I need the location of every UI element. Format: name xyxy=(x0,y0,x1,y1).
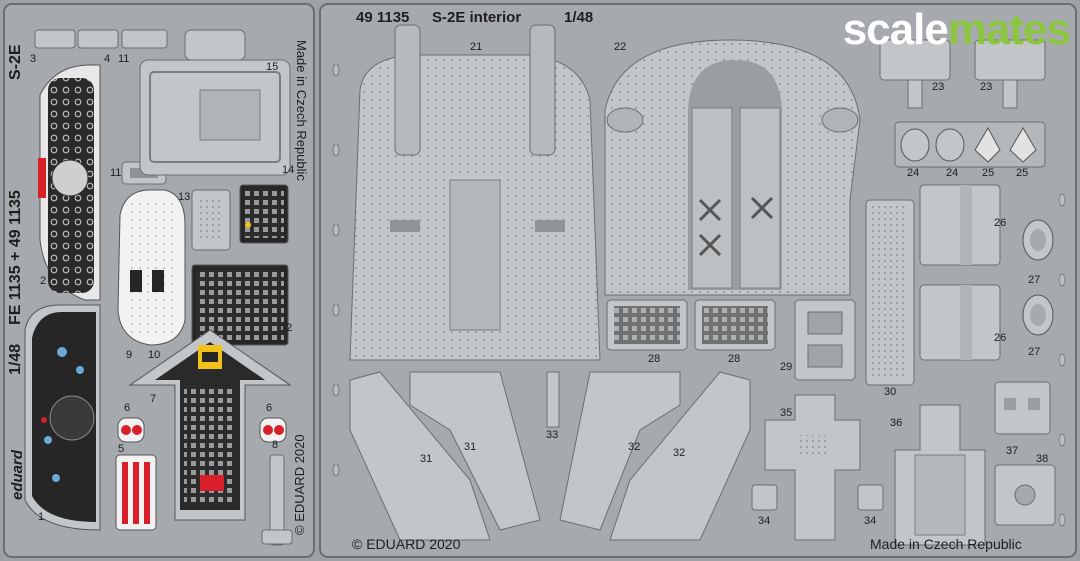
part-number-9: 9 xyxy=(126,349,133,361)
scalemates-watermark: scalemates xyxy=(842,5,1071,55)
part-number-4: 4 xyxy=(104,53,111,65)
part-number-31a: 31 xyxy=(420,453,433,465)
part-number-33: 33 xyxy=(546,429,559,441)
part-number-34a: 34 xyxy=(758,515,771,527)
part-number-26b: 26 xyxy=(994,332,1007,344)
part-number-22: 22 xyxy=(614,41,627,53)
part-number-24b: 24 xyxy=(946,167,959,179)
part-number-32b: 32 xyxy=(673,447,686,459)
part-number-27a: 27 xyxy=(1028,274,1041,286)
part-number-15: 15 xyxy=(266,61,279,73)
part-number-23a: 23 xyxy=(932,81,945,93)
part-number-14: 14 xyxy=(282,164,295,176)
part-number-26a: 26 xyxy=(994,217,1007,229)
header-code: 49 1135 xyxy=(356,9,410,26)
part-number-29: 29 xyxy=(780,361,793,373)
part-number-28a: 28 xyxy=(648,353,661,365)
part-number-7: 7 xyxy=(150,393,157,405)
part-number-37: 37 xyxy=(1006,445,1019,457)
left-fret-model: S-2E xyxy=(7,44,24,80)
part-number-13: 13 xyxy=(178,191,191,203)
part-number-1: 1 xyxy=(38,511,45,523)
watermark-part2: mates xyxy=(947,5,1071,54)
right-fret-copyright: © EDUARD 2020 xyxy=(352,536,461,552)
left-fret-copyright: © EDUARD 2020 xyxy=(292,434,307,535)
part-number-11a: 11 xyxy=(118,53,130,65)
part-number-5: 5 xyxy=(118,443,125,455)
part-number-38: 38 xyxy=(1036,453,1049,465)
part-number-2: 2 xyxy=(40,275,47,287)
part-number-12: 12 xyxy=(280,322,293,334)
part-number-3: 3 xyxy=(30,53,37,65)
right-fret xyxy=(319,3,1077,558)
part-number-28b: 28 xyxy=(728,353,741,365)
part-number-10: 10 xyxy=(148,349,161,361)
left-fret-made-in: Made in Czech Republic xyxy=(294,40,309,181)
right-fret-made-in: Made in Czech Republic xyxy=(870,536,1022,552)
part-number-21: 21 xyxy=(470,41,483,53)
left-fret-code: FE 1135 + 49 1135 xyxy=(7,190,24,325)
part-number-8: 8 xyxy=(272,439,279,451)
part-number-31b: 31 xyxy=(464,441,477,453)
part-number-24a: 24 xyxy=(907,167,920,179)
part-number-30: 30 xyxy=(884,386,897,398)
part-number-6a: 6 xyxy=(124,402,131,414)
part-number-34b: 34 xyxy=(864,515,877,527)
part-number-35: 35 xyxy=(780,407,793,419)
part-number-25a: 25 xyxy=(982,167,995,179)
watermark-part1: scale xyxy=(842,5,949,54)
part-number-36: 36 xyxy=(890,417,903,429)
part-number-23b: 23 xyxy=(980,81,993,93)
left-fret-scale: 1/48 xyxy=(7,343,24,375)
part-number-27b: 27 xyxy=(1028,346,1041,358)
eduard-logo: eduard xyxy=(9,449,26,500)
header-name: S-2E interior xyxy=(432,9,522,26)
part-number-25b: 25 xyxy=(1016,167,1029,179)
sprue-tabs xyxy=(332,63,1066,527)
part-number-6b: 6 xyxy=(266,402,273,414)
left-fret xyxy=(3,3,315,558)
part-number-11b: 11 xyxy=(110,167,122,179)
header-scale: 1/48 xyxy=(564,9,594,26)
part-number-32a: 32 xyxy=(628,441,641,453)
